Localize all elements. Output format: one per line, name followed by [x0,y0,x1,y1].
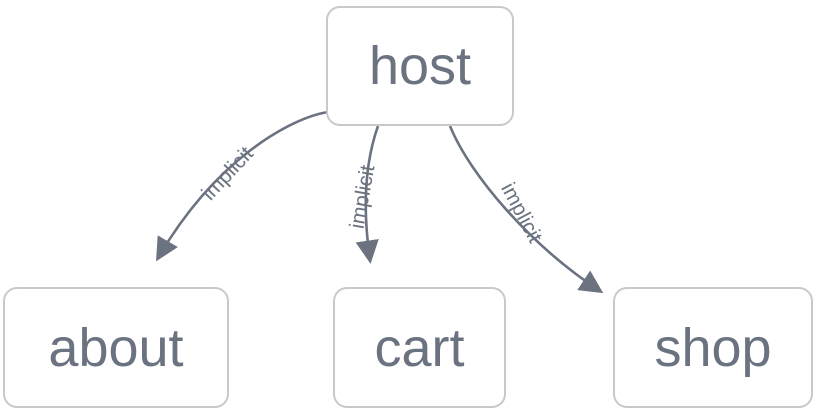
graph-node-about-label: about [48,317,184,378]
graph-node-cart[interactable]: cart [333,287,506,408]
edge-host-about [156,110,329,262]
graph-node-host[interactable]: host [326,6,514,126]
graph-node-shop-label: shop [654,317,772,378]
graph-node-cart-label: cart [374,317,465,378]
graph-node-host-label: host [368,36,472,96]
edge-host-cart [355,125,380,264]
graph-node-about[interactable]: about [3,287,229,408]
graph-node-shop[interactable]: shop [613,287,813,408]
edge-host-shop [448,125,604,294]
